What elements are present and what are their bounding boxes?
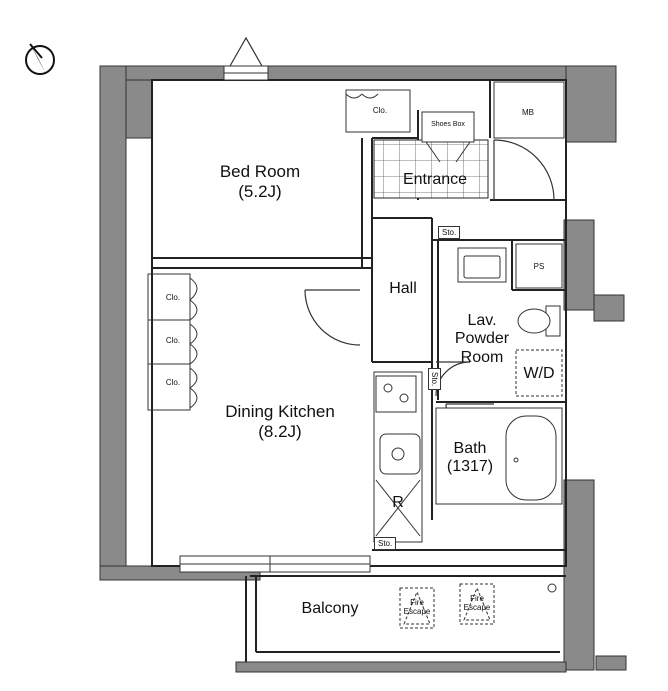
shoes-box-label: Shoes Box xyxy=(431,121,465,128)
storage-label-kitchen: Sto. xyxy=(374,537,397,551)
bedroom-closet xyxy=(345,89,411,133)
closet-label-3: Clo. xyxy=(165,378,181,387)
bedroom-closet-label: Clo. xyxy=(372,106,388,115)
toilet-icon xyxy=(517,305,561,337)
ps-label: PS xyxy=(533,262,545,271)
storage-label-hall: Sto. xyxy=(438,226,461,240)
kitchen-counter xyxy=(373,371,423,543)
kitchen-closets xyxy=(147,273,198,411)
doors xyxy=(229,36,555,453)
washer-label: W/D xyxy=(523,365,555,382)
mb-box xyxy=(493,81,565,139)
fire-escape-hatches xyxy=(399,583,495,629)
refrigerator-label: R xyxy=(392,494,404,511)
entrance-label: Entrance xyxy=(402,171,468,188)
hall-label: Hall xyxy=(389,280,417,297)
shoes-box-cabinet xyxy=(421,111,475,163)
drain-icon xyxy=(547,583,557,593)
washer-space xyxy=(515,349,563,397)
exterior-walls xyxy=(99,65,627,673)
fire-escape-label-2: Fire Escape xyxy=(463,594,491,613)
windows xyxy=(179,65,371,573)
bath-label: Bath (1317) xyxy=(446,440,494,476)
compass-icon xyxy=(25,43,55,75)
lavatory-label: Lav. Powder Room xyxy=(454,312,510,366)
bathtub xyxy=(435,407,563,505)
storage-label-lav: Sto. xyxy=(428,368,442,391)
closet-label-2: Clo. xyxy=(165,336,181,345)
bedroom-label: Bed Room (5.2J) xyxy=(219,162,301,201)
fire-escape-label-1: Fire Escape xyxy=(403,598,431,617)
washbasin xyxy=(457,247,507,283)
balcony-label: Balcony xyxy=(301,600,359,617)
ps-box xyxy=(515,243,563,289)
dining-kitchen-label: Dining Kitchen (8.2J) xyxy=(225,402,335,441)
closet-label-1: Clo. xyxy=(165,293,181,302)
mb-label: MB xyxy=(522,108,534,117)
